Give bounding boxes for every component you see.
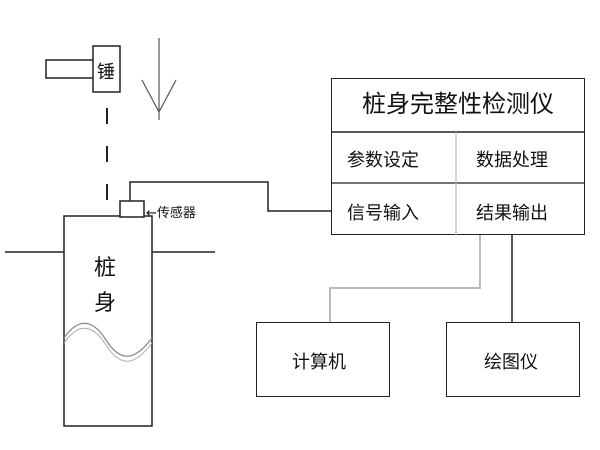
hammer-label: 锤 bbox=[97, 62, 115, 83]
sensor-cable bbox=[129, 181, 331, 212]
drop-arrow-head bbox=[141, 79, 177, 114]
cell-result-output: 结果输出 bbox=[476, 203, 548, 224]
sensor-label: ←传感器 bbox=[146, 206, 196, 221]
computer-connection-line bbox=[329, 235, 481, 322]
sensor-box bbox=[119, 200, 145, 218]
computer-label: 计算机 bbox=[292, 352, 346, 373]
hammer-head bbox=[92, 45, 121, 93]
plotter-box bbox=[446, 322, 580, 397]
pile-label-line1: 桩 bbox=[94, 256, 117, 281]
pile-label-line2: 身 bbox=[94, 291, 117, 316]
cell-parameter-setting: 参数设定 bbox=[347, 150, 419, 171]
instrument-title: 桩身完整性检测仪 bbox=[362, 90, 554, 118]
instrument-box bbox=[331, 78, 585, 235]
pile-wave-inner bbox=[63, 327, 153, 362]
pile-wave-outer bbox=[63, 322, 153, 357]
hammer-handle bbox=[45, 59, 95, 79]
cell-data-processing: 数据处理 bbox=[476, 150, 548, 171]
computer-box bbox=[256, 322, 390, 397]
cell-signal-input: 信号输入 bbox=[347, 203, 419, 224]
pile-body bbox=[63, 215, 153, 427]
plotter-label: 绘图仪 bbox=[484, 352, 538, 373]
